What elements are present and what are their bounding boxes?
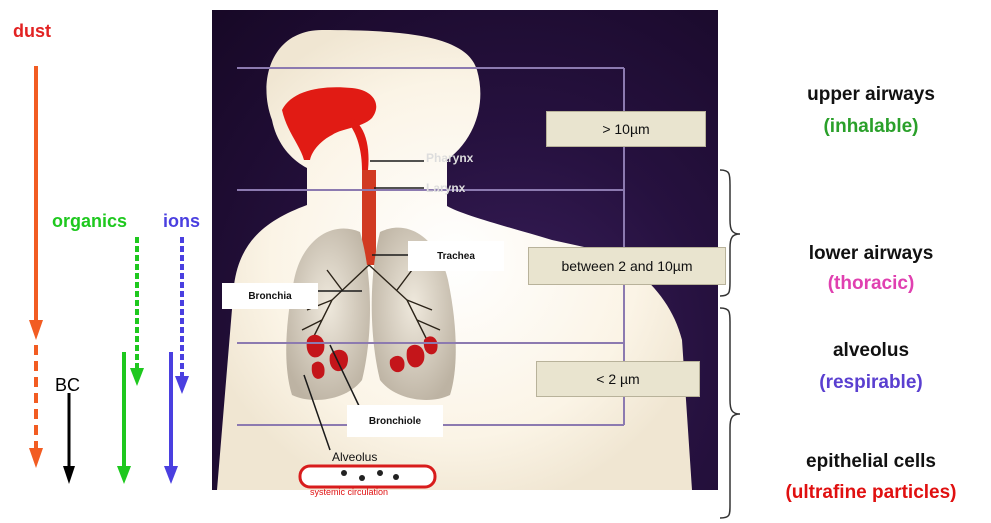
region-upper-type: (inhalable) (741, 115, 991, 139)
ions-arrow (164, 237, 189, 484)
region-lower-name: lower airways (741, 242, 991, 266)
region-alveolar-name: alveolus (741, 339, 991, 363)
brace-lower-airways (720, 170, 740, 296)
region-lower-type: (thoracic) (741, 272, 991, 296)
bronchiole-label: Bronchiole (347, 405, 443, 437)
size-box-lower: between 2 and 10µm (528, 247, 726, 285)
bronchia-label: Bronchia (222, 283, 318, 309)
respiratory-tract-panel: > 10µm between 2 and 10µm < 2 µm Pharynx… (212, 10, 718, 490)
larynx-label: Larynx (426, 181, 465, 195)
region-upper-name: upper airways (741, 83, 991, 107)
alveolus-label: Alveolus (332, 450, 377, 464)
size-box-upper: > 10µm (546, 111, 706, 147)
bc-arrow (63, 393, 75, 484)
region-epithelial-name: epithelial cells (741, 450, 991, 474)
region-epithelial-type: (ultrafine particles) (741, 481, 991, 505)
systemic-circulation-tube (300, 466, 435, 487)
dust-arrow (29, 66, 43, 468)
brace-alveolar (720, 308, 740, 518)
pharynx-label: Pharynx (426, 151, 473, 165)
size-box-alveolar: < 2 µm (536, 361, 700, 397)
trachea-label: Trachea (408, 241, 504, 271)
pollutant-arrows (0, 0, 212, 523)
organics-arrow (117, 237, 144, 484)
region-alveolar-type: (respirable) (741, 371, 991, 395)
systemic-circulation-label: systemic circulation (310, 487, 388, 497)
